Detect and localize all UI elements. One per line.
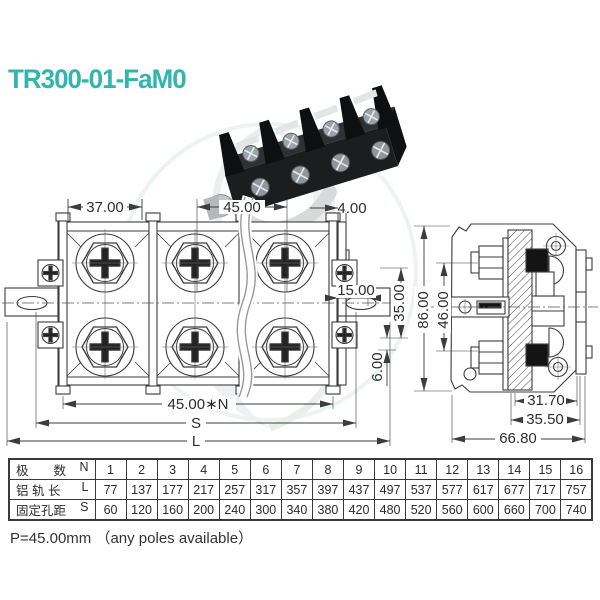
dim-46: 46.00 — [435, 291, 452, 329]
value-cell: 757 — [560, 479, 593, 500]
value-cell: 5 — [218, 458, 251, 480]
value-cell: 16 — [560, 458, 593, 480]
product-photo — [203, 85, 407, 236]
value-cell: 15 — [529, 458, 562, 480]
value-cell: 257 — [218, 479, 251, 500]
dim-37: 37.00 — [86, 199, 124, 216]
value-cell: 717 — [529, 479, 562, 500]
value-cell: 3 — [156, 458, 189, 480]
value-cell: 240 — [218, 499, 251, 521]
pitch-note: P=45.00mm （any poles available） — [10, 530, 254, 547]
front-view-drawing — [2, 195, 396, 400]
value-cell: 14 — [498, 458, 531, 480]
value-cell: 497 — [374, 479, 407, 500]
dim-668: 66.80 — [499, 430, 537, 447]
value-cell: 677 — [498, 479, 531, 500]
value-cell: 380 — [311, 499, 345, 521]
value-cell: 740 — [560, 499, 593, 521]
dim-86: 86.00 — [415, 291, 432, 329]
value-cell: 12 — [436, 458, 469, 480]
value-cell: 60 — [94, 499, 127, 521]
value-cell: 160 — [156, 499, 189, 521]
dim-l: L — [192, 433, 200, 450]
page-title: TR300-01-FaM0 — [8, 64, 187, 94]
dimension-labels: 37.00 45.00 4.00 15.00 35.00 6.00 45.00∗… — [83, 199, 567, 450]
value-cell: 600 — [467, 499, 500, 521]
value-cell: 137 — [125, 479, 158, 500]
value-cell: 200 — [187, 499, 220, 521]
dim-45: 45.00 — [223, 199, 261, 216]
value-cell: 317 — [249, 479, 282, 500]
value-cell: 11 — [405, 458, 438, 480]
dim-15: 15.00 — [337, 282, 375, 299]
value-cell: 357 — [280, 479, 313, 500]
value-cell: 9 — [342, 458, 376, 480]
value-cell: 340 — [280, 499, 313, 521]
value-cell: 537 — [405, 479, 438, 500]
value-cell: 8 — [311, 458, 345, 480]
value-cell: 1 — [94, 458, 127, 480]
value-cell: 660 — [498, 499, 531, 521]
dim-4: 4.00 — [337, 200, 366, 217]
value-cell: 577 — [436, 479, 469, 500]
value-cell: 2 — [125, 458, 158, 480]
value-cell: 397 — [311, 479, 345, 500]
value-cell: 520 — [405, 499, 438, 521]
dim-317: 31.70 — [527, 392, 565, 409]
value-cell: 437 — [342, 479, 376, 500]
value-cell: 7 — [280, 458, 313, 480]
value-cell: 4 — [187, 458, 220, 480]
dim-6: 6.00 — [369, 352, 386, 381]
dim-355: 35.50 — [526, 411, 564, 428]
value-cell: 617 — [467, 479, 500, 500]
value-cell: 13 — [467, 458, 500, 480]
value-cell: 77 — [94, 479, 127, 500]
side-view-drawing — [428, 223, 598, 393]
value-cell: 700 — [529, 499, 562, 521]
value-cell: 300 — [249, 499, 282, 521]
dim-35: 35.00 — [391, 284, 408, 322]
value-cell: 10 — [374, 458, 407, 480]
value-cell: 480 — [374, 499, 407, 521]
value-cell: 217 — [187, 479, 220, 500]
value-cell: 177 — [156, 479, 189, 500]
value-cell: 420 — [342, 499, 376, 521]
dim-45n: 45.00∗N — [168, 396, 229, 413]
value-cell: 120 — [125, 499, 158, 521]
value-cell: 6 — [249, 458, 282, 480]
value-cell: 560 — [436, 499, 469, 521]
dim-s: S — [191, 415, 201, 432]
